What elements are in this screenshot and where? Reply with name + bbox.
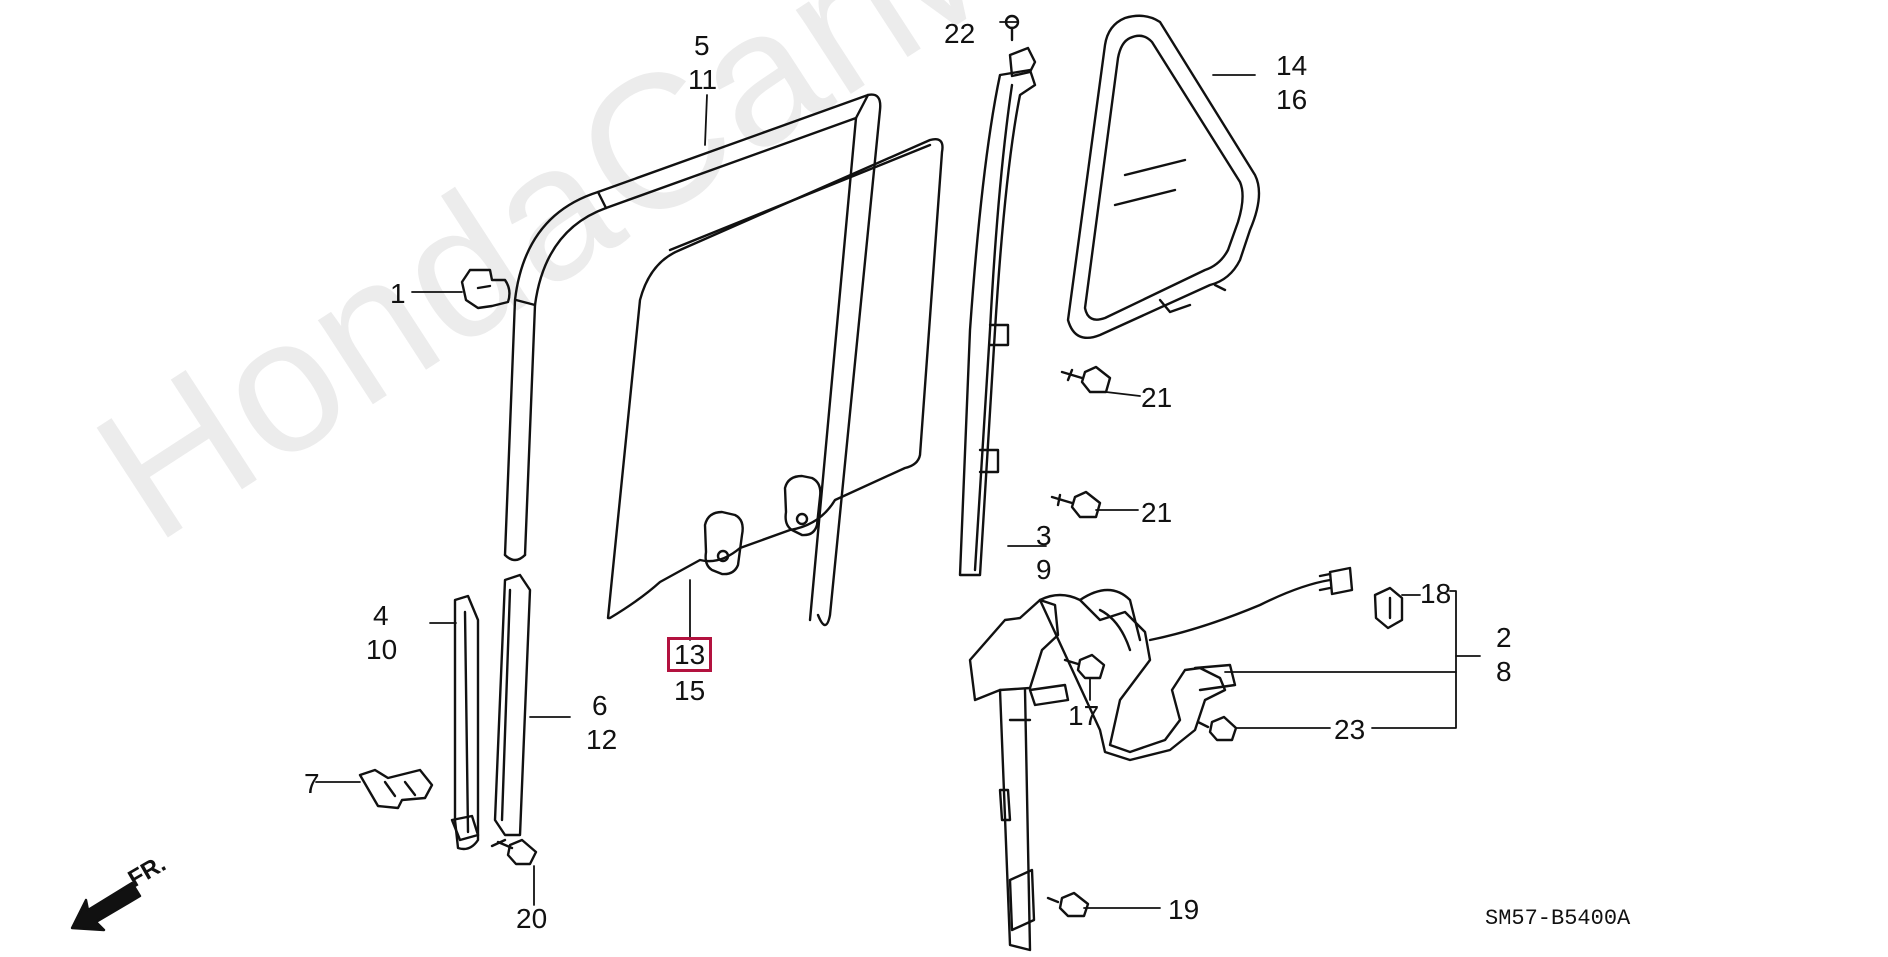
part-label-6: 6 xyxy=(592,690,608,721)
part-label-4: 4 xyxy=(373,600,389,631)
clip-7-part xyxy=(358,768,434,810)
bolt-21b-part xyxy=(1050,490,1102,519)
diagram-code: SM57-B5400A xyxy=(1485,906,1631,931)
channel-6-part xyxy=(493,573,532,837)
part-label-20: 20 xyxy=(516,903,548,934)
part-label-12: 12 xyxy=(586,724,618,755)
center-channel-part xyxy=(958,46,1037,577)
part-label-21-lower: 21 xyxy=(1141,497,1173,528)
clip-1-part xyxy=(460,268,511,310)
part-label-18: 18 xyxy=(1420,578,1452,609)
front-direction-arrow xyxy=(70,881,142,932)
bolt-21a-part xyxy=(1060,365,1112,394)
part-label-2: 2 xyxy=(1496,622,1512,653)
part-label-9: 9 xyxy=(1036,554,1052,585)
part-label-1: 1 xyxy=(390,278,406,309)
part-label-10: 10 xyxy=(366,634,398,665)
door-glass-part xyxy=(606,138,944,620)
screw-22-part xyxy=(1004,14,1020,42)
part-label-17: 17 xyxy=(1068,700,1100,731)
part-label-14: 14 xyxy=(1276,50,1308,81)
quarter-glass-part xyxy=(1066,14,1261,340)
part-label-19: 19 xyxy=(1168,894,1200,925)
part-label-15: 15 xyxy=(674,675,706,706)
part-label-23: 23 xyxy=(1334,714,1366,745)
part-label-16: 16 xyxy=(1276,84,1308,115)
part-label-8: 8 xyxy=(1496,656,1512,687)
bolt-20-part xyxy=(490,838,538,866)
leader-lines xyxy=(315,21,1481,909)
part-label-11: 11 xyxy=(688,64,718,95)
part-label-5: 5 xyxy=(694,30,710,61)
bolt-17-part xyxy=(1063,653,1106,680)
part-label-3: 3 xyxy=(1036,520,1052,551)
channel-4-part xyxy=(450,594,480,851)
part-label-7: 7 xyxy=(304,768,320,799)
run-channel-part xyxy=(503,93,882,627)
part-label-22: 22 xyxy=(944,18,976,49)
regulator-part xyxy=(968,566,1354,952)
clip-18-part xyxy=(1373,586,1404,630)
part-label-13[interactable]: 13 xyxy=(667,637,713,672)
bolt-23-part xyxy=(1196,715,1238,742)
part-label-21-upper: 21 xyxy=(1141,382,1173,413)
bolt-19-part xyxy=(1046,891,1090,918)
